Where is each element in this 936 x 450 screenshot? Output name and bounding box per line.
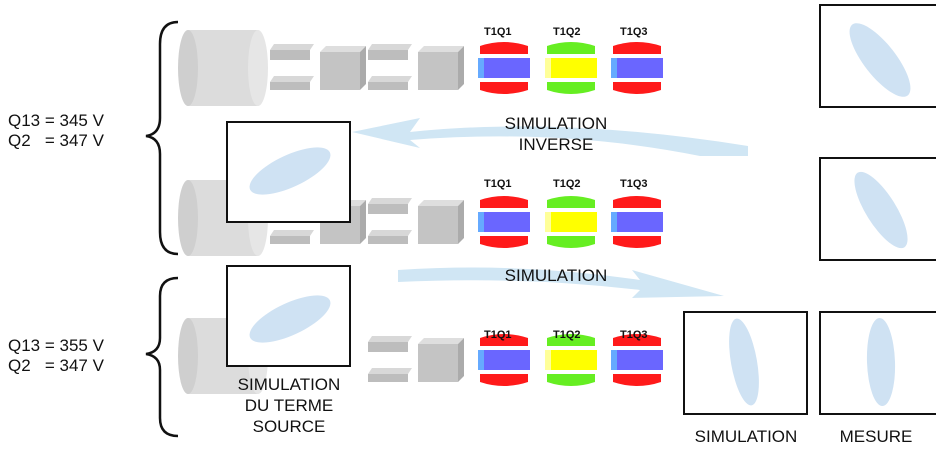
forward-arrow-label: SIMULATION [504, 266, 608, 285]
magnet-label-t1q1: T1Q1 [484, 178, 512, 190]
brace-top [145, 20, 179, 256]
quadrupole-t1q3 [611, 196, 663, 248]
magnet-label-t1q2: T1Q2 [553, 329, 581, 341]
quadrupole-t1q1 [478, 334, 530, 386]
measurement-box [819, 311, 936, 415]
magnet-label-t1q2: T1Q2 [553, 26, 581, 38]
beamline-segment [368, 198, 464, 244]
source-caption-line3: SOURCE [252, 417, 326, 436]
magnet-label-t1q3: T1Q3 [620, 178, 648, 190]
case-top-q2: Q2 = 347 V [8, 131, 104, 150]
source-box-bottom [226, 265, 351, 367]
brace-bottom [145, 276, 179, 438]
inverse-label-line1: SIMULATION [504, 114, 608, 133]
source-caption: SIMULATION DU TERME SOURCE [222, 374, 356, 437]
case-bottom-q13: Q13 = 355 V [8, 336, 104, 355]
case-bottom-q2: Q2 = 347 V [8, 356, 104, 375]
magnet-label-t1q3: T1Q3 [620, 26, 648, 38]
mesure-caption: MESURE [839, 427, 913, 446]
beamline-row-1 [178, 30, 663, 106]
magnet-label-t1q1: T1Q1 [484, 329, 512, 341]
source-cylinder-icon [178, 30, 268, 106]
inverse-label-line2: INVERSE [518, 135, 594, 154]
measure-box-middle [819, 157, 936, 261]
magnet-label-t1q3: T1Q3 [620, 329, 648, 341]
beamline-segment [270, 44, 366, 90]
measure-box-top [819, 4, 936, 108]
quadrupole-t1q3 [611, 334, 663, 386]
quadrupole-t1q2 [545, 42, 597, 94]
magnet-label-t1q1: T1Q1 [484, 26, 512, 38]
beamline-segment [368, 44, 464, 90]
source-box-top [226, 121, 351, 223]
simulation-caption: SIMULATION [694, 427, 798, 446]
source-caption-line2: DU TERME [244, 396, 334, 415]
magnet-label-t1q2: T1Q2 [553, 178, 581, 190]
quadrupole-t1q3 [611, 42, 663, 94]
inverse-arrow [352, 118, 748, 156]
beamline-segment [368, 336, 464, 382]
quadrupole-t1q2 [545, 334, 597, 386]
forward-arrow [398, 267, 724, 298]
quadrupole-t1q1 [478, 196, 530, 248]
simulation-result-box [683, 311, 808, 415]
quadrupole-t1q1 [478, 42, 530, 94]
quadrupole-t1q2 [545, 196, 597, 248]
case-top-q13: Q13 = 345 V [8, 111, 104, 130]
inverse-arrow-label: SIMULATION INVERSE [486, 113, 626, 155]
source-caption-line1: SIMULATION [237, 375, 341, 394]
